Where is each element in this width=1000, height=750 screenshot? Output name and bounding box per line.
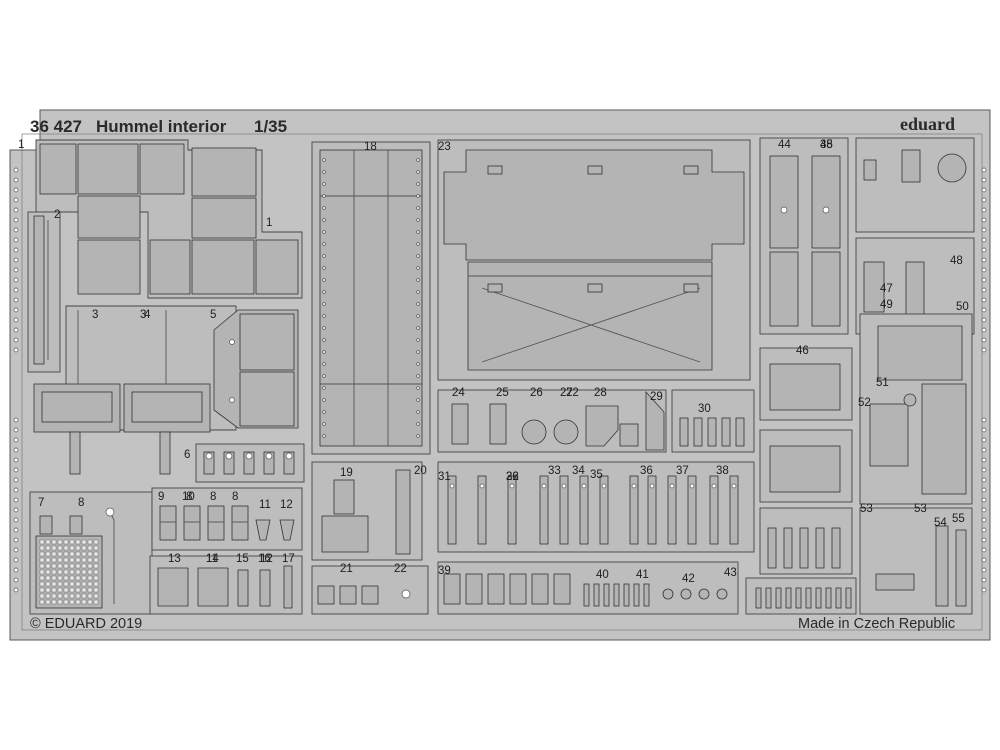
part-number-34: 34 [572,465,585,477]
part-number-13: 13 [168,553,181,565]
part-number-36: 36 [640,465,653,477]
part-number-46: 46 [796,345,809,357]
copyright: © EDUARD 2019 [30,616,142,632]
part-40-43-row [745,507,857,615]
part-number-40: 40 [596,569,609,581]
part-number-17: 17 [282,553,295,565]
part-number-8: 8 [78,497,84,509]
part-number-22: 22 [566,387,579,399]
part-number-31: 31 [438,471,451,483]
sheet-title: Hummel interior [96,117,227,136]
part-number-51: 51 [876,377,889,389]
part-5-brackets [195,443,305,483]
part-number-54: 54 [934,517,947,529]
fret-inner-band [21,133,983,631]
part-number-53: 53 [914,503,927,515]
part-number-8: 8 [232,491,238,503]
part-number-1: 1 [266,217,272,229]
part-number-26: 26 [530,387,543,399]
sheet-code: 36 427 [30,117,82,136]
part-number-29: 29 [650,391,663,403]
part-11-13-latches [149,555,303,615]
sheet-scale: 1/35 [254,117,287,136]
part-number-32: 32 [506,471,519,483]
part-number-8: 8 [186,491,192,503]
part-number-6: 6 [184,449,190,461]
part-number-33: 33 [548,465,561,477]
edge-holes-right [981,167,987,593]
part-44-55-right [855,137,975,615]
part-number-11: 11 [259,499,271,511]
part-number-28: 28 [594,387,607,399]
part-3-4-frames [33,305,299,475]
part-number-24: 24 [452,387,465,399]
part-number-37: 37 [676,465,689,477]
part-number-12: 12 [280,499,293,511]
part-38-straps [759,137,849,335]
part-number-2: 2 [54,209,60,221]
part-number-44: 44 [778,139,791,151]
part-39-boxes [759,347,853,503]
part-number-19: 19 [340,467,353,479]
part-15-18-plates [311,461,429,615]
part-number-26: 26 [506,471,519,483]
part-number-14: 14 [206,553,219,565]
part-number-35: 35 [590,469,603,481]
part-number-20: 20 [414,465,427,477]
part-number-48: 48 [950,255,963,267]
part-number-5: 5 [210,309,216,321]
part-number-7: 7 [38,497,44,509]
part-number-3: 3 [140,309,146,321]
part-33-37-small [437,561,739,615]
part-number-16: 16 [258,553,271,565]
part-number-1: 1 [18,139,24,151]
part-number-8: 8 [210,491,216,503]
part-number-49: 49 [880,299,893,311]
part-25-pins [671,389,755,453]
part-14-panel [311,141,431,455]
part-number-50: 50 [956,301,969,313]
part-number-27: 27 [560,387,573,399]
part-number-18: 18 [364,141,377,153]
part-number-52: 52 [858,397,871,409]
part-number-23: 23 [438,141,451,153]
part-number-4: 4 [144,309,151,321]
part-number-3: 3 [92,309,98,321]
part-number-38: 38 [820,139,833,151]
part-8-10-clamps [151,487,303,551]
part-number-53: 53 [860,503,873,515]
part-1-panels [35,139,303,299]
part-number-45: 45 [820,139,833,151]
part-number-10: 10 [182,491,195,503]
part-number-42: 42 [682,573,695,585]
edge-holes-left [13,167,19,593]
part-number-9: 9 [158,491,164,503]
part-number-11: 11 [206,553,218,565]
part-number-12: 12 [260,553,273,565]
part-20-24-fittings [437,389,667,453]
part-number-43: 43 [724,567,737,579]
brand-logo: eduard [900,114,955,134]
part-number-38: 38 [716,465,729,477]
part-26-32-clips [437,461,755,553]
part-number-41: 41 [636,569,649,581]
part-number-22: 22 [394,563,407,575]
part-number-55: 55 [952,513,965,525]
origin-label: Made in Czech Republic [798,616,955,632]
part-number-30: 30 [698,403,711,415]
part-number-47: 47 [880,283,893,295]
part-number-25: 25 [496,387,509,399]
part-19-floor [437,139,751,381]
part-number-21: 21 [340,563,353,575]
part-number-39: 39 [438,565,451,577]
part-6-7-grille [29,491,153,615]
part-number-15: 15 [236,553,249,565]
part-2-strip [27,211,61,373]
